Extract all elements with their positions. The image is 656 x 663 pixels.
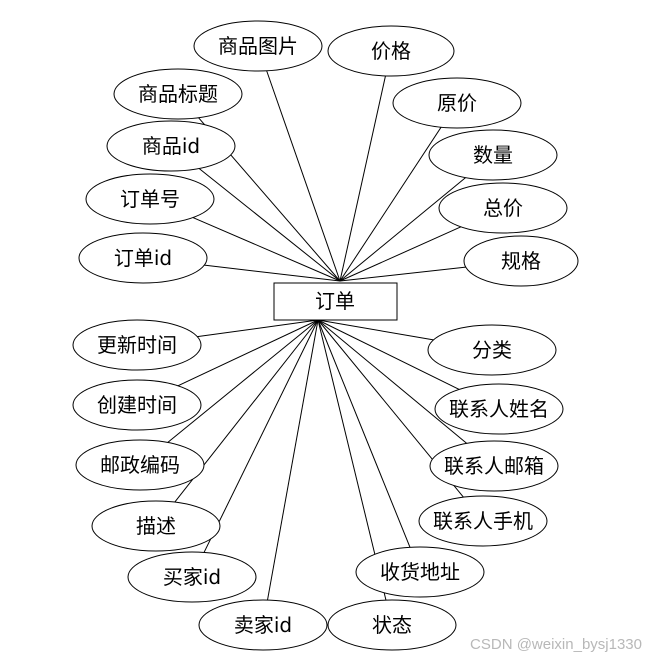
attribute-label: 商品id (142, 134, 200, 158)
attribute-label: 联系人姓名 (449, 397, 549, 421)
attribute-label: 规格 (501, 249, 541, 273)
watermark: CSDN @weixin_bysj1330 (470, 636, 642, 653)
connector-price (339, 75, 386, 282)
attribute-quantity: 数量 (428, 129, 558, 181)
attribute-ellipse (72, 379, 202, 431)
connector-product-id (198, 168, 341, 282)
attribute-label: 卖家id (234, 613, 292, 637)
attribute-label: 总价 (483, 196, 523, 220)
attribute-ellipse (113, 68, 243, 120)
attribute-update-time: 更新时间 (72, 319, 202, 371)
connector-seller-id (267, 319, 319, 601)
attribute-label: 更新时间 (97, 333, 177, 357)
attribute-contact-phone: 联系人手机 (418, 495, 548, 547)
attribute-ellipse (72, 319, 202, 371)
attribute-label: 联系人手机 (433, 509, 533, 533)
attribute-order-id: 订单id (78, 232, 208, 284)
entity-order: 订单 (273, 282, 398, 321)
attribute-ellipse (127, 551, 257, 603)
connector-spec (339, 266, 466, 282)
attribute-label: 订单号 (120, 187, 180, 211)
entity-box (273, 282, 398, 321)
connector-postal-code (167, 319, 319, 443)
connector-product-image (266, 70, 341, 282)
attribute-contact-name: 联系人姓名 (434, 383, 564, 435)
connector-create-time (177, 319, 319, 387)
attribute-ellipse (106, 120, 236, 172)
attribute-label: 原价 (437, 91, 477, 115)
attribute-order-number: 订单号 (85, 173, 215, 225)
attribute-contact-email: 联系人邮箱 (429, 440, 559, 492)
attribute-ellipse (327, 25, 455, 77)
connector-shipping-address (317, 319, 411, 548)
attribute-product-id: 商品id (106, 120, 236, 172)
attribute-ellipse (392, 77, 522, 129)
connector-update-time (197, 319, 319, 338)
attribute-label: 创建时间 (97, 393, 177, 417)
connector-original-price (339, 126, 442, 282)
attribute-label: 收货地址 (380, 560, 460, 584)
attribute-label: 状态 (372, 613, 412, 637)
attribute-ellipse (91, 500, 221, 552)
attribute-ellipse (198, 599, 328, 651)
connector-contact-name (317, 319, 460, 390)
attribute-label: 价格 (371, 39, 411, 63)
attribute-create-time: 创建时间 (72, 379, 202, 431)
entity-label: 订单 (315, 289, 355, 313)
attribute-product-image: 商品图片 (193, 20, 323, 72)
attribute-label: 邮政编码 (100, 453, 180, 477)
connector-buyer-id (203, 319, 319, 553)
attribute-label: 描述 (136, 514, 176, 538)
attribute-ellipse (85, 173, 215, 225)
attribute-label: 商品标题 (138, 82, 218, 106)
attribute-ellipse (463, 235, 579, 287)
attribute-ellipse (434, 383, 564, 435)
attribute-description: 描述 (91, 500, 221, 552)
attribute-label: 商品图片 (218, 34, 298, 58)
attribute-label: 联系人邮箱 (444, 454, 544, 478)
attribute-ellipse (427, 324, 557, 376)
attribute-total-price: 总价 (438, 182, 568, 234)
attribute-buyer-id: 买家id (127, 551, 257, 603)
connector-order-number (192, 217, 341, 282)
connector-contact-email (317, 319, 468, 444)
attribute-product-title: 商品标题 (113, 68, 243, 120)
attribute-label: 分类 (472, 338, 512, 362)
attribute-ellipse (429, 440, 559, 492)
attribute-shipping-address: 收货地址 (355, 546, 485, 598)
attribute-spec: 规格 (463, 235, 579, 287)
attribute-ellipse (193, 20, 323, 72)
attribute-status: 状态 (327, 599, 457, 651)
attribute-ellipse (327, 599, 457, 651)
attribute-ellipse (75, 439, 205, 491)
attribute-ellipse (78, 232, 208, 284)
connector-total-price (339, 226, 462, 282)
attribute-ellipse (428, 129, 558, 181)
connector-status (317, 319, 387, 601)
attribute-ellipse (355, 546, 485, 598)
attribute-label: 数量 (473, 143, 513, 167)
connector-quantity (339, 177, 466, 282)
connector-lines (167, 70, 468, 601)
attribute-postal-code: 邮政编码 (75, 439, 205, 491)
connector-category (317, 319, 434, 341)
attribute-seller-id: 卖家id (198, 599, 328, 651)
connector-order-id (204, 264, 341, 282)
attribute-ellipse (418, 495, 548, 547)
attribute-label: 买家id (163, 565, 221, 589)
attribute-category: 分类 (427, 324, 557, 376)
attribute-price: 价格 (327, 25, 455, 77)
attribute-original-price: 原价 (392, 77, 522, 129)
attribute-label: 订单id (114, 246, 172, 270)
attribute-ellipse (438, 182, 568, 234)
